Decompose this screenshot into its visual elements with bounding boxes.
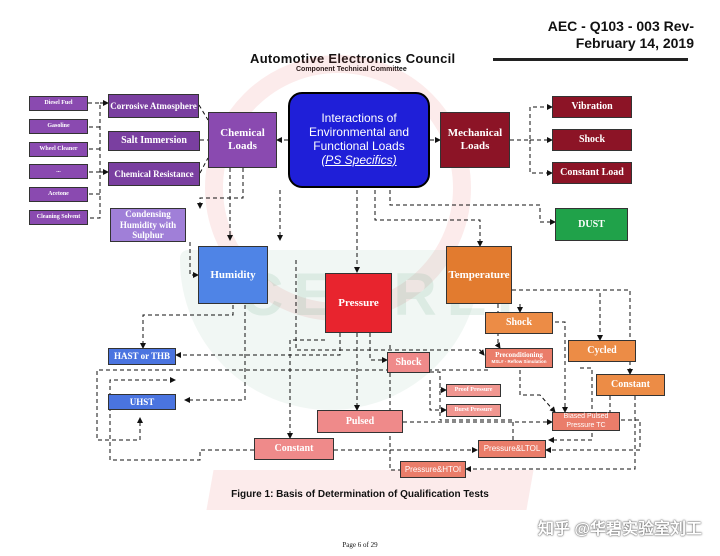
- uhst: UHST: [108, 394, 176, 410]
- page-number: Page 6 of 29: [342, 541, 378, 549]
- footer-watermark: 知乎 @华碧实验室刘工: [537, 521, 702, 538]
- central-subtitle: (PS Specifics): [321, 152, 397, 167]
- figure-caption: Figure 1: Basis of Determination of Qual…: [231, 489, 489, 500]
- precond-line2: MSL# - Reflow Simulation: [491, 359, 547, 365]
- pressure-htoi: Pressure&HTOI: [400, 461, 466, 478]
- mechanical-shock: Shock: [552, 129, 632, 151]
- document-id: AEC - Q103 - 003 Rev-: [547, 18, 694, 34]
- agent-cleaning-solvent: Cleaning Solvent: [29, 210, 88, 225]
- agent-acetone: Acetone: [29, 187, 88, 202]
- preconditioning: Preconditioning MSL# - Reflow Simulation: [485, 348, 553, 368]
- mechanical-constant-load: Constant Load: [552, 162, 632, 184]
- mechanical-loads: Mechanical Loads: [440, 112, 510, 168]
- committee-name: Component Technical Committee: [296, 66, 407, 73]
- group-salt-immersion: Salt Immersion: [108, 131, 200, 151]
- temperature-cycled: Cycled: [568, 340, 636, 362]
- dust: DUST: [555, 208, 628, 241]
- council-name: Automotive Electronics Council: [250, 51, 456, 66]
- temperature-constant: Constant: [596, 374, 665, 396]
- header-rule: [493, 58, 688, 61]
- humidity: Humidity: [198, 246, 268, 304]
- precond-line1: Preconditioning: [495, 351, 543, 360]
- pressure-shock: Shock: [387, 352, 430, 373]
- hast-or-thb: HAST or THB: [108, 348, 176, 365]
- temperature: Temperature: [446, 246, 512, 304]
- pressure-pulsed: Pulsed: [317, 410, 403, 433]
- burst-pressure: Burst Pressure: [446, 404, 501, 417]
- central-interactions: Interactions of Environmental and Functi…: [288, 92, 430, 188]
- temperature-shock: Shock: [485, 312, 553, 334]
- group-chemical-resistance: Chemical Resistance: [108, 162, 200, 186]
- biased-pulsed-pressure-tc: Biased Pulsed Pressure TC: [552, 412, 620, 431]
- proof-pressure: Proof Pressure: [446, 384, 501, 397]
- agent-gasoline: Gasoline: [29, 119, 88, 134]
- agent-ellipsis: ...: [29, 164, 88, 179]
- pressure-ltol: Pressure&LTOL: [478, 440, 546, 458]
- pressure: Pressure: [325, 273, 392, 333]
- mechanical-vibration: Vibration: [552, 96, 632, 118]
- pressure-constant: Constant: [254, 438, 334, 460]
- agent-diesel-fuel: Diesel Fuel: [29, 96, 88, 111]
- chemical-loads: Chemical Loads: [208, 112, 277, 168]
- group-corrosive-atmosphere: Corrosive Atmosphere: [108, 94, 199, 118]
- central-title: Interactions of Environmental and Functi…: [308, 111, 410, 153]
- document-date: February 14, 2019: [575, 35, 694, 51]
- document-header: AEC - Q103 - 003 Rev- February 14, 2019: [548, 18, 694, 52]
- condensing-humidity-sulphur: Condensing Humidity with Sulphur: [110, 208, 186, 242]
- agent-wheel-cleaner: Wheel Cleaner: [29, 142, 88, 157]
